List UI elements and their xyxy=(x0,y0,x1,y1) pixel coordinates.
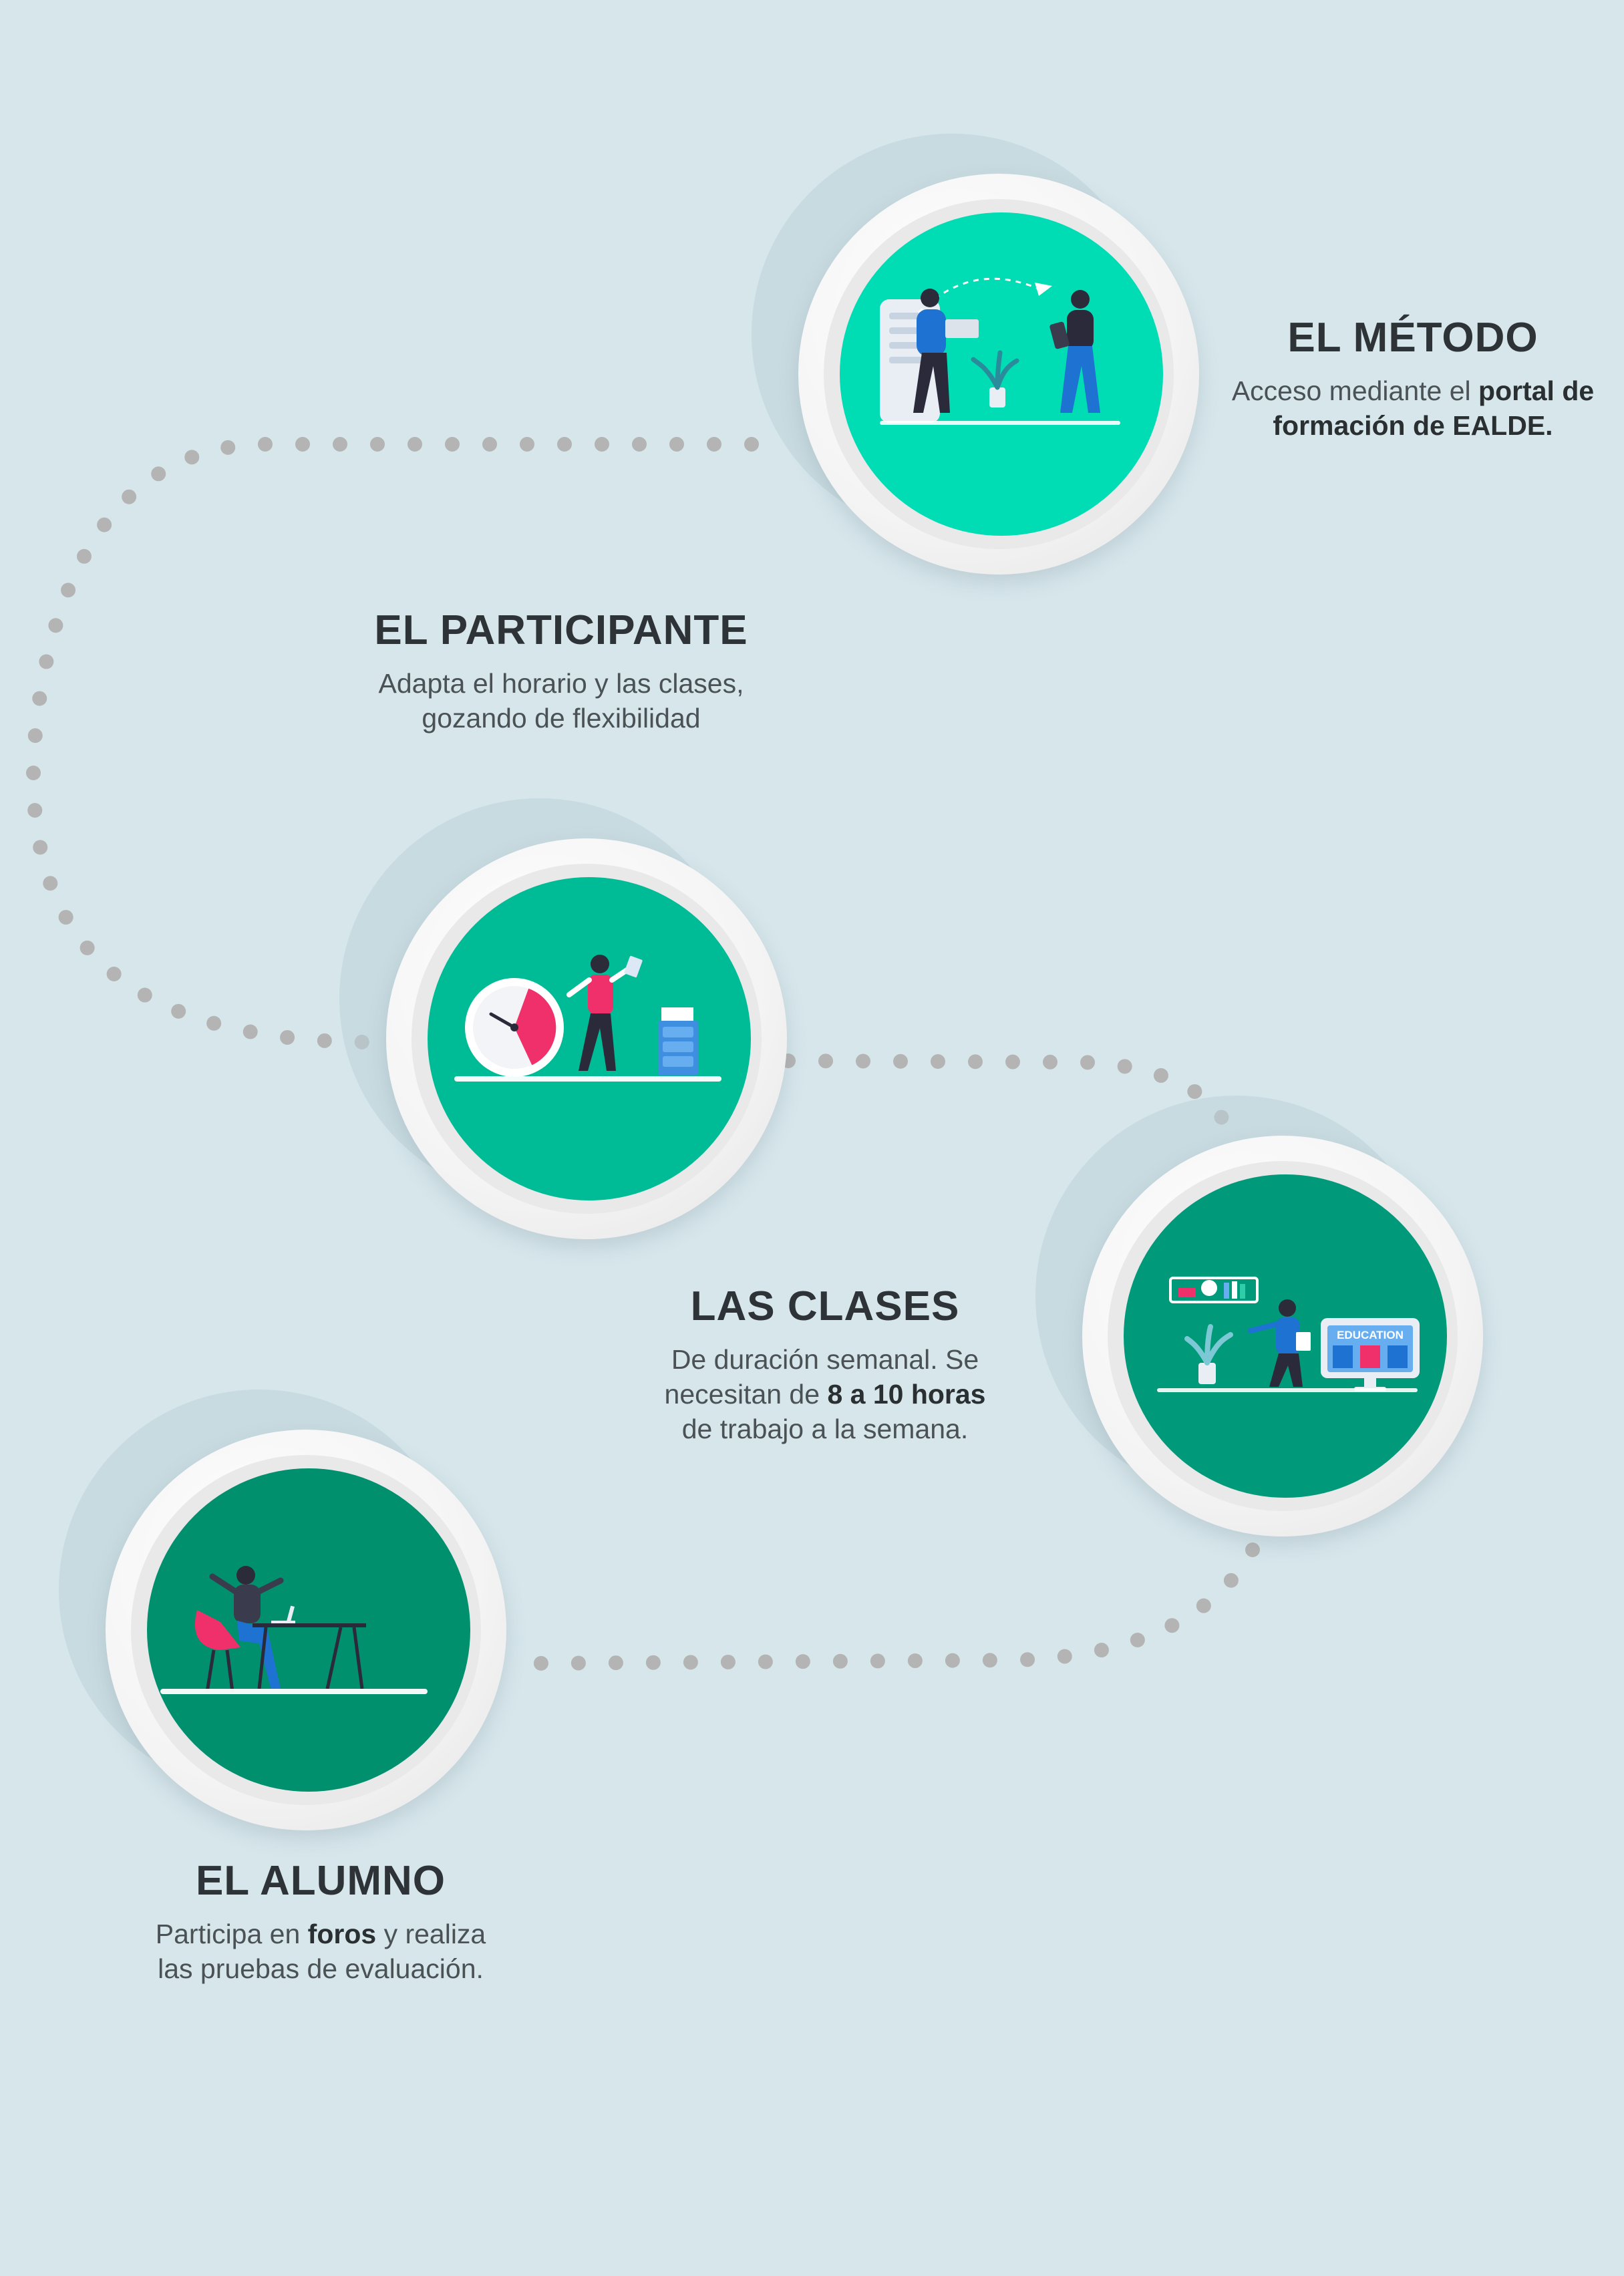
student-desk-illustration-icon xyxy=(147,1468,470,1792)
clock-schedule-illustration-icon xyxy=(428,877,751,1200)
participante-title: EL PARTICIPANTE xyxy=(374,607,748,653)
participante-line2: gozando de flexibilidad xyxy=(422,703,701,734)
metodo-title: EL MÉTODO xyxy=(1287,315,1538,361)
education-screen-illustration-icon: EDUCATION xyxy=(1124,1174,1447,1498)
alumno-line1-before: Participa en xyxy=(155,1919,308,1949)
clases-line2-bold: 8 a 10 horas xyxy=(827,1379,986,1410)
alumno-node xyxy=(59,1390,506,1830)
alumno-line1-bold: foros xyxy=(307,1919,377,1949)
metodo-text-bold: portal de formación de EALDE. xyxy=(1273,375,1595,441)
meeting-handoff-illustration-icon xyxy=(840,212,1163,536)
alumno-line1-after: y realiza xyxy=(376,1919,486,1949)
clases-line1: De duración semanal. Se xyxy=(671,1344,979,1375)
participante-line1: Adapta el horario y las clases, xyxy=(378,668,744,699)
metodo-text-before: Acceso mediante el xyxy=(1231,375,1479,406)
clases-title: LAS CLASES xyxy=(690,1283,960,1329)
clases-line3: de trabajo a la semana. xyxy=(681,1414,969,1444)
participante-node xyxy=(339,798,787,1239)
alumno-title: EL ALUMNO xyxy=(195,1858,446,1904)
alumno-line2: las pruebas de evaluación. xyxy=(158,1953,484,1984)
metodo-node xyxy=(752,134,1199,575)
clases-description: De duración semanal. Se necesitan de 8 a… xyxy=(601,1342,1049,1446)
alumno-description: Participa en foros y realiza las pruebas… xyxy=(107,1917,534,1986)
education-screen-label: EDUCATION xyxy=(1337,1329,1404,1341)
alumno-text: EL ALUMNO Participa en foros y realiza l… xyxy=(107,1857,534,1986)
participante-description: Adapta el horario y las clases, gozando … xyxy=(334,666,788,736)
clases-node: EDUCATION xyxy=(1035,1096,1483,1536)
clases-line2-before: necesitan de xyxy=(664,1379,828,1410)
clases-text: LAS CLASES De duración semanal. Se neces… xyxy=(601,1283,1049,1446)
metodo-text: EL MÉTODO Acceso mediante el portal de f… xyxy=(1206,314,1620,443)
participante-text: EL PARTICIPANTE Adapta el horario y las … xyxy=(334,607,788,736)
metodo-description: Acceso mediante el portal de formación d… xyxy=(1206,373,1620,443)
